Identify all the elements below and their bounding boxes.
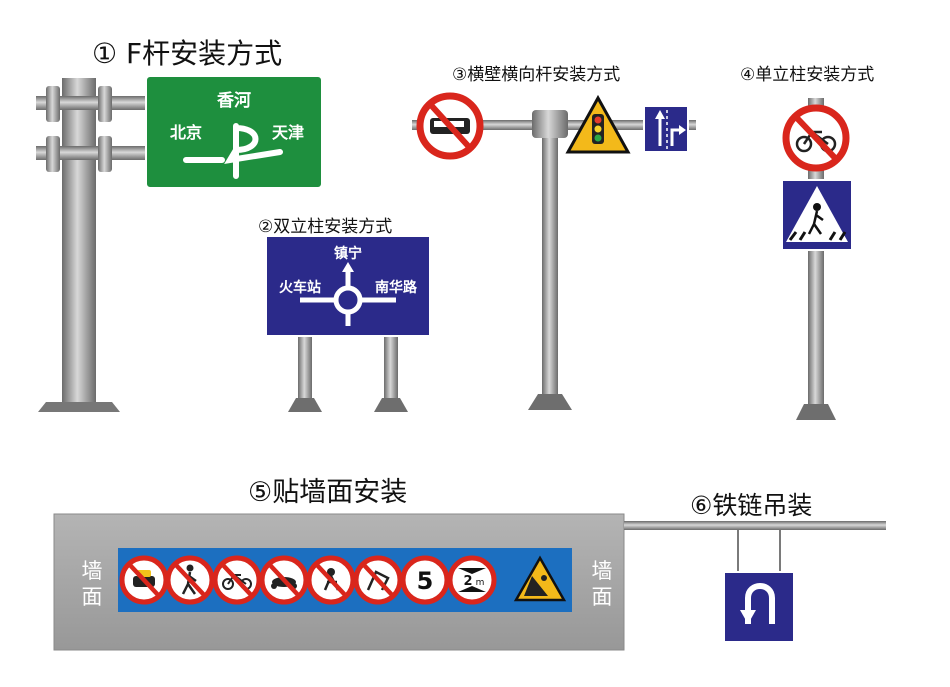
u-turn-icon [723, 571, 795, 643]
sign-top-destination: 香河 [217, 91, 251, 111]
wall-label-left: 面 [82, 585, 103, 609]
caption-wall-mount: ⑤贴墙面安装 [248, 477, 408, 508]
roundabout-icon [300, 262, 396, 326]
lane-direction-icon [643, 105, 689, 153]
f-pole-arm-lower [36, 146, 152, 160]
hanging-arm [624, 521, 886, 530]
traffic-light-warning-icon [565, 94, 631, 154]
width-limit-icon: 2 m [447, 555, 497, 605]
f-pole-clamp [46, 86, 60, 122]
no-pedestrian-icon [165, 555, 215, 605]
pedestrian-crossing-icon [781, 179, 853, 251]
cantilever-assembly [412, 92, 696, 410]
no-rider-icon [306, 555, 356, 605]
f-pole-clamp [46, 136, 60, 172]
road-junction-icon [183, 123, 283, 179]
sign-left-destination: 火车站 [279, 279, 321, 296]
f-pole-arm-upper [36, 96, 152, 110]
post-base [528, 394, 572, 410]
width-limit-value: 2 [463, 574, 472, 589]
cantilever-clamp [532, 110, 568, 138]
f-pole-assembly: 香河 北京 天津 [36, 75, 323, 412]
no-car-icon [119, 555, 169, 605]
wall-label-left: 墙 [82, 559, 103, 583]
double-column-post-right [384, 334, 398, 404]
double-column-assembly: 镇宁 火车站 南华路 [265, 235, 431, 412]
f-pole-clamp [98, 86, 112, 122]
sign-right-destination: 南华路 [375, 279, 418, 296]
double-column-post-left [298, 334, 312, 404]
single-column-post [808, 98, 824, 414]
no-animal-cart-icon [353, 555, 403, 605]
wall-label-right: 墙 [592, 559, 613, 583]
no-bus-icon [416, 92, 484, 160]
f-pole-clamp [98, 136, 112, 172]
post-base [288, 398, 322, 412]
chain-hang-assembly [624, 521, 886, 643]
post-base [374, 398, 408, 412]
post-base [796, 404, 836, 420]
f-pole-column [62, 78, 96, 410]
single-column-assembly [781, 98, 853, 420]
sign-left-destination: 北京 [170, 123, 202, 142]
caption-single-column: ④单立柱安装方式 [740, 65, 875, 85]
f-pole-base [38, 402, 120, 412]
no-bicycle-icon [212, 555, 262, 605]
caption-chain-hang: ⑥铁链吊装 [690, 491, 813, 520]
sign-top-destination: 镇宁 [334, 245, 362, 262]
caption-cantilever: ③横壁横向杆安装方式 [452, 65, 621, 85]
width-limit-unit: m [476, 578, 485, 588]
sign-right-destination: 天津 [272, 123, 304, 142]
no-bicycle-icon [782, 104, 850, 172]
caption-double-column: ②双立柱安装方式 [258, 217, 393, 237]
cantilever-column [542, 116, 558, 406]
caption-f-pole: ① F杆安装方式 [92, 37, 283, 70]
speed-limit-value: 5 [417, 567, 434, 595]
falling-rocks-icon [513, 555, 567, 602]
speed-limit-icon: 5 [400, 555, 450, 605]
no-motorbike-icon [259, 555, 309, 605]
wall-mount-assembly: 墙 面 墙 面 [53, 513, 625, 651]
wall-label-right: 面 [592, 585, 613, 609]
